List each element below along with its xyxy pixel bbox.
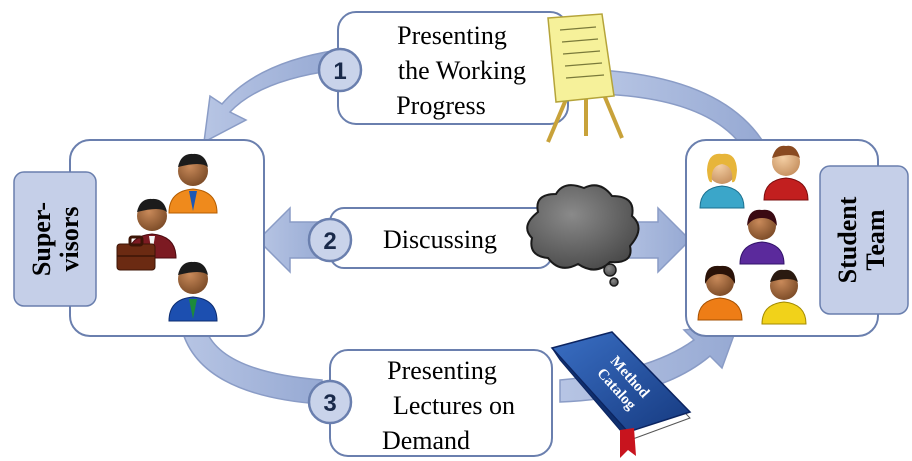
supervisors-label-line2: visors [55, 207, 84, 272]
step2-text: Discussing [383, 225, 497, 254]
briefcase-icon [116, 235, 156, 271]
step1-text-line2: the Working [398, 56, 526, 85]
step3-number-badge: 3 [307, 379, 353, 425]
supervisors-label-box [13, 171, 97, 307]
person-icon [739, 209, 785, 265]
person-icon [697, 265, 743, 321]
step3-number: 3 [323, 390, 336, 417]
person-icon [168, 261, 218, 322]
flipchart-icon [546, 13, 624, 143]
student-team-label-line1: Student [833, 196, 862, 283]
person-icon [761, 269, 807, 325]
step3-text-line3: Demand [382, 426, 470, 455]
step1-text-line3: Progress [396, 91, 486, 120]
arrow-supervisors-to-step3 [181, 329, 323, 405]
person-icon [699, 153, 745, 209]
step3-text-line1: Presenting [387, 356, 497, 385]
student-team-label-box [819, 165, 909, 315]
step2-number: 2 [323, 228, 336, 255]
thought-cloud-icon [526, 184, 640, 287]
step1-number-badge: 1 [317, 47, 363, 93]
person-icon [763, 145, 809, 201]
step1-number: 1 [333, 58, 346, 85]
arrow-team-to-step1 [599, 69, 764, 147]
step3-text-line2: Lectures on [393, 391, 515, 420]
student-team-label-line2: Team [861, 209, 890, 270]
step2-number-badge: 2 [307, 217, 353, 263]
person-icon [168, 153, 218, 214]
arrow-step1-to-supervisors [203, 49, 339, 144]
supervisors-label-line1: Super- [27, 202, 56, 276]
step1-text-line1: Presenting [397, 21, 507, 50]
